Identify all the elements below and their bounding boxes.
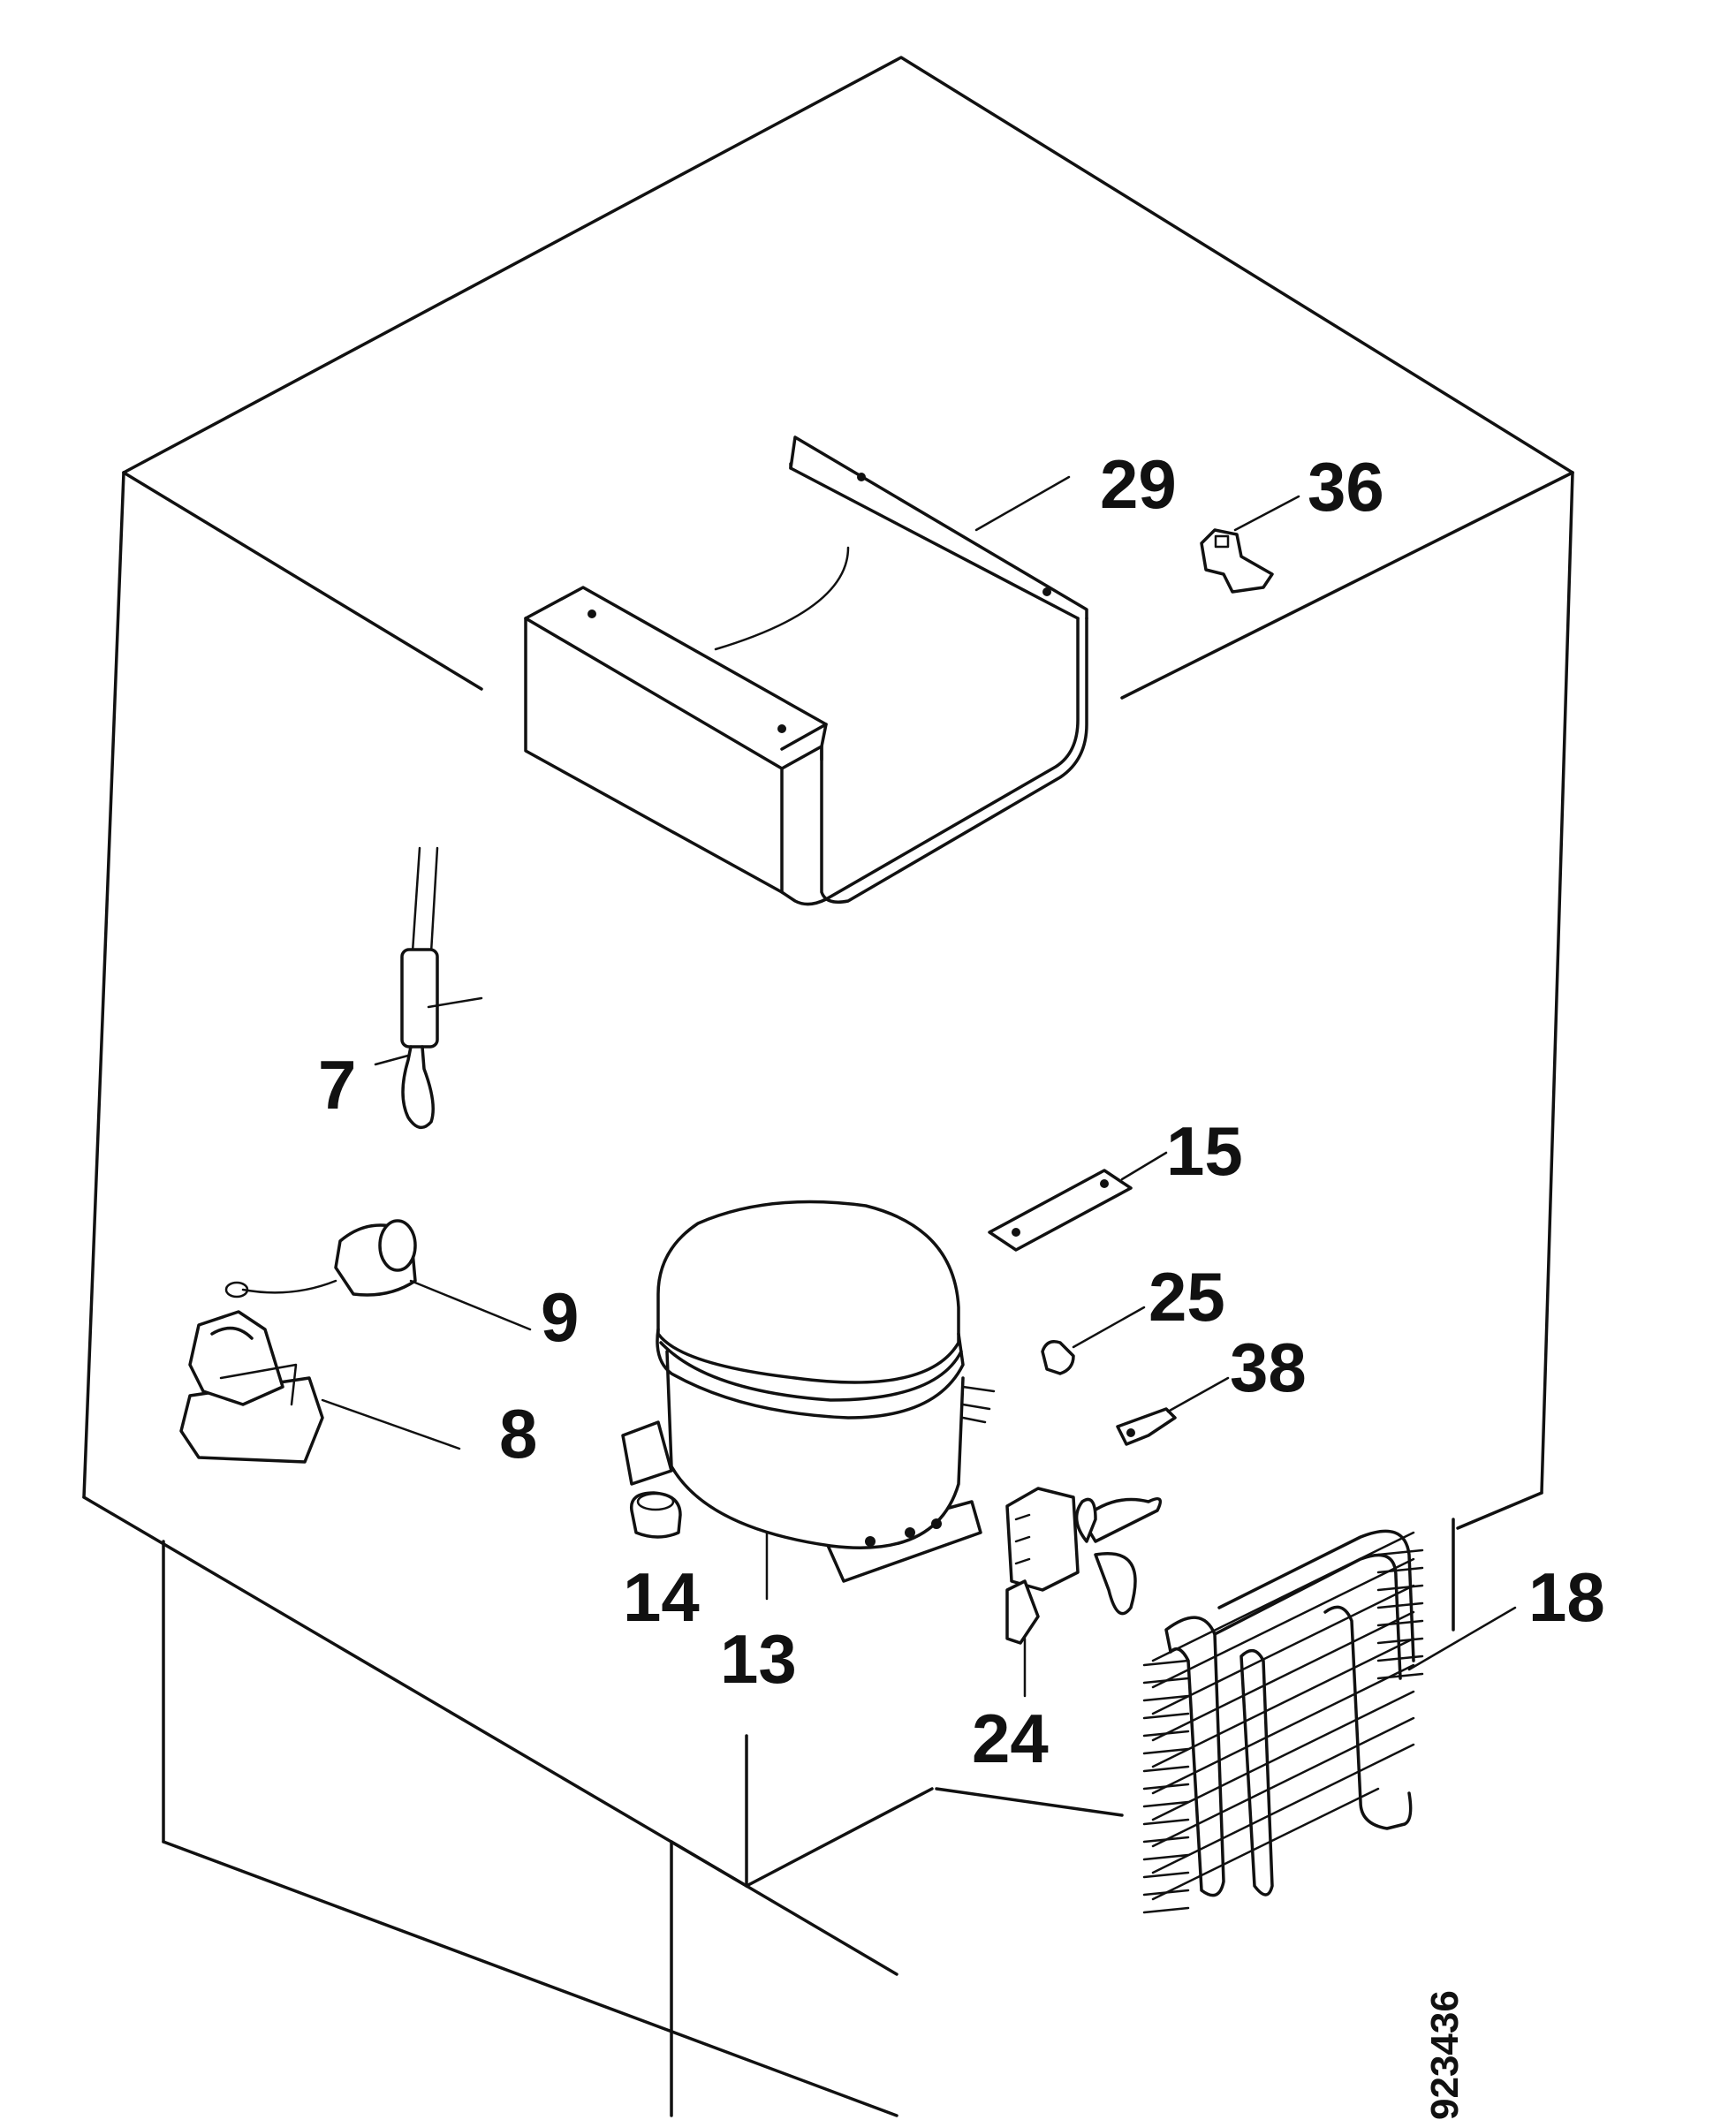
label-part-8: 8 xyxy=(499,1395,537,1473)
part-25-cap xyxy=(1041,1306,1146,1375)
label-part-7: 7 xyxy=(318,1046,356,1124)
label-part-29: 29 xyxy=(1100,445,1177,523)
part-7-sensor xyxy=(374,846,483,1130)
label-part-14: 14 xyxy=(623,1558,700,1636)
part-24-fan-motor xyxy=(1005,1487,1163,1698)
catalog-number: 923436 xyxy=(1423,1990,1467,2120)
label-part-13: 13 xyxy=(720,1620,797,1698)
label-part-24: 24 xyxy=(972,1700,1049,1777)
part-36-clip xyxy=(1200,495,1300,594)
label-part-36: 36 xyxy=(1308,448,1384,526)
part-29-bracket xyxy=(524,435,1088,906)
label-part-9: 9 xyxy=(541,1278,579,1356)
part-18-condenser xyxy=(1142,1529,1517,1914)
cabinet-outline xyxy=(82,56,1574,2117)
label-part-38: 38 xyxy=(1230,1329,1307,1406)
part-13-compressor xyxy=(621,1200,996,1601)
part-38-bracket xyxy=(1116,1376,1230,1446)
label-part-18: 18 xyxy=(1528,1558,1605,1636)
part-9-protector xyxy=(224,1219,532,1331)
part-8-relay xyxy=(179,1310,461,1464)
condenser-coil-wires xyxy=(1151,1531,1415,1901)
part-15-plate xyxy=(988,1151,1168,1252)
callout-labels: 29 36 7 15 9 25 38 8 14 13 18 24 923436 xyxy=(318,445,1605,2120)
label-part-15: 15 xyxy=(1166,1112,1243,1190)
condenser-fins xyxy=(1142,1548,1424,1914)
part-14-grommet xyxy=(629,1491,682,1539)
label-part-25: 25 xyxy=(1148,1258,1225,1336)
